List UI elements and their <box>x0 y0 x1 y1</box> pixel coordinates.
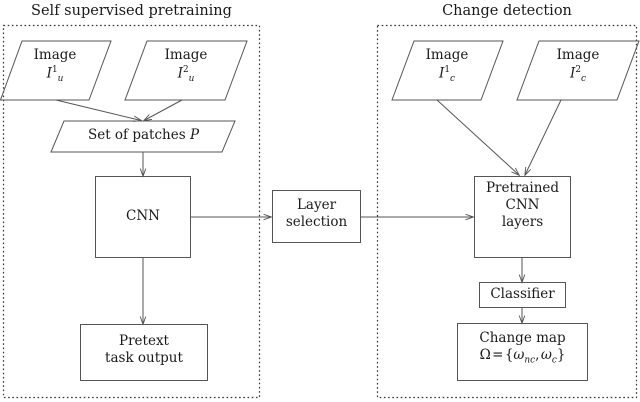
change-map-box <box>457 323 588 381</box>
image-ic1-shape <box>391 40 504 101</box>
classifier-box <box>479 282 566 308</box>
image-ic2-shape <box>516 40 640 101</box>
pretext-box <box>80 324 208 381</box>
image-iu1-shape <box>0 40 112 101</box>
pretrained-cnn-layers-box <box>474 176 571 258</box>
set-of-patches-shape <box>50 120 236 153</box>
edge-ic1-to-pretrained <box>436 99 519 175</box>
image-iu2-shape <box>124 40 248 101</box>
edge-iu1-to-patches <box>55 99 141 121</box>
edge-iu2-to-patches <box>144 99 183 121</box>
cnn-box <box>95 176 191 258</box>
change-detection-group-box <box>376 24 638 399</box>
pretraining-group-box <box>2 24 261 399</box>
layer-selection-box <box>272 190 361 243</box>
edge-ic2-to-pretrained <box>525 99 562 175</box>
